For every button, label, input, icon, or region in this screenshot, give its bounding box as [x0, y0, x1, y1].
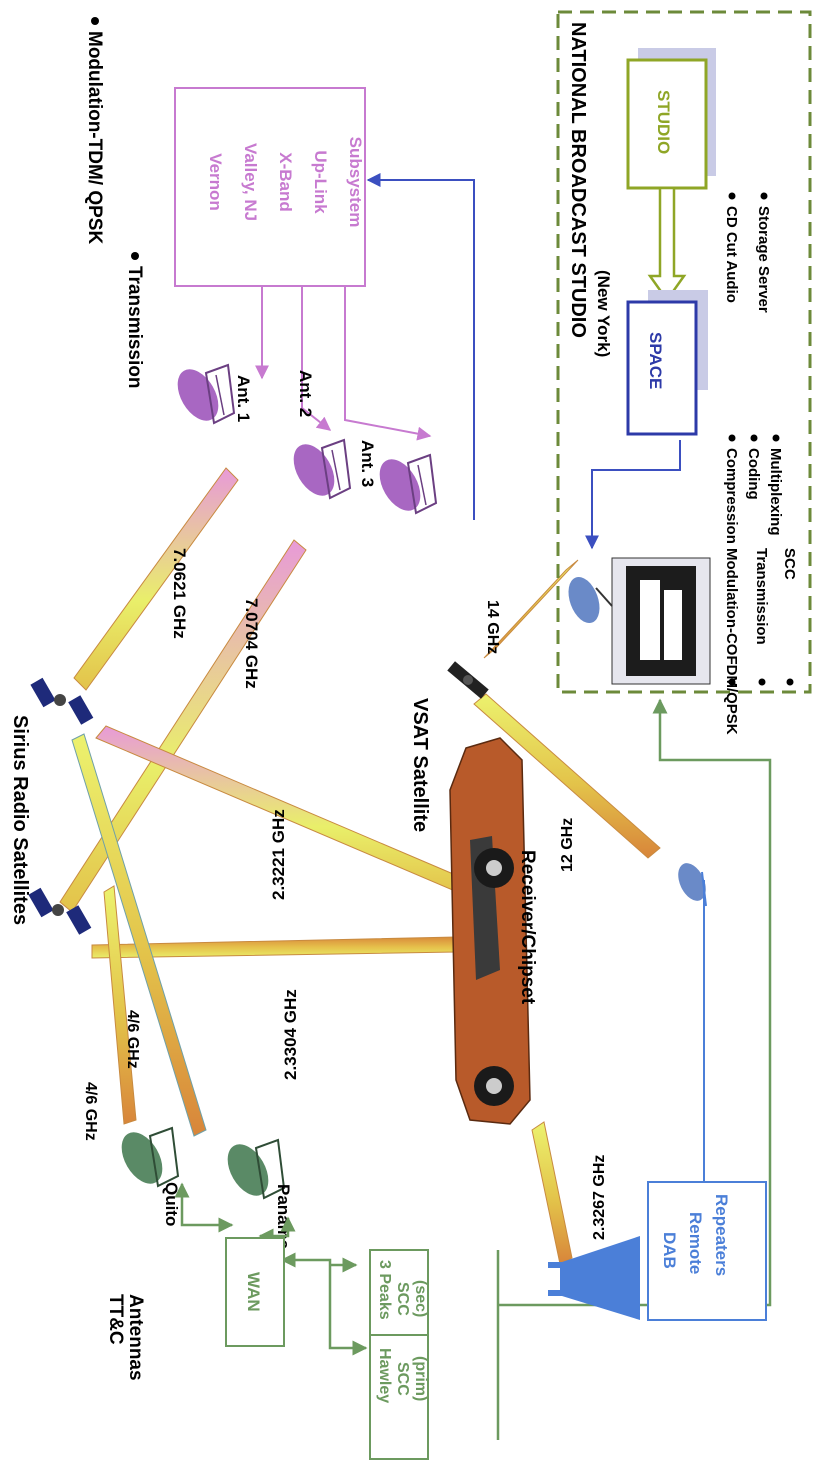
ttc-label-2: Antennas — [125, 1294, 146, 1381]
vsat-label: VSAT Satellite — [409, 698, 431, 832]
top-bullet-modulation: Modulation-TDM/ QPSK — [84, 31, 105, 244]
studio-box: NATIONAL BROADCAST STUDIO (New York) STU… — [556, 10, 812, 735]
antenna-1 — [177, 363, 236, 425]
studio-station-icon — [568, 557, 711, 685]
freq-2-3304: 2.3304 GHz — [281, 989, 300, 1080]
antenna-label-3: Ant. 3 — [358, 440, 377, 487]
antenna-3 — [379, 453, 438, 515]
sirius-label: Sirius Radio Satellites — [9, 715, 31, 925]
beam-2-3267 — [531, 1121, 573, 1265]
hawley-box: Hawley SCC (prim) — [369, 1334, 429, 1460]
sirius-satellite-1 — [30, 677, 94, 725]
uplink-box: Vernon Valley, NJ X-Band Up-Link Subsyst… — [174, 87, 366, 287]
top-bullets: Modulation-TDM/ QPSK Transmission — [84, 17, 145, 389]
studio-bullet-compression: Compression — [723, 448, 740, 544]
dab-line-2: Remote — [686, 1212, 705, 1274]
beam-7-0621 — [73, 467, 239, 691]
freq-4-6-quito: 4/6 GHz — [82, 1082, 99, 1141]
hawley-line-2: SCC — [394, 1362, 411, 1396]
dab-section: DAB Remote Repeaters — [548, 863, 767, 1321]
studio-bullet-cofdm: Modulation-COFDM/QPSK — [723, 548, 740, 735]
freq-4-6-panama: 4/6 GHz — [124, 1010, 141, 1069]
studio-bullet-transmission: Transmission — [753, 548, 770, 645]
antennas: Ant. 1 Ant. 2 Ant. 3 — [177, 363, 438, 515]
freq-7-0704: 7.0704 GHz — [242, 598, 261, 689]
hawley-line-3: (prim) — [412, 1356, 429, 1401]
freq-12: 12 GHz — [559, 818, 576, 872]
wan-box: WAN — [225, 1237, 285, 1347]
studio-subtitle: (New York) — [594, 270, 613, 357]
dab-line-3: Repeaters — [712, 1194, 731, 1276]
studio-bullet-coding: Coding — [745, 448, 762, 500]
studio-bullet-scc: SCC — [781, 548, 798, 580]
quito-dish — [121, 1126, 180, 1188]
peaks-line-2: SCC — [394, 1282, 411, 1316]
studio-bullet-multiplexing: Multiplexing — [767, 448, 784, 536]
sirius-satellite-2 — [28, 887, 92, 935]
studio-label: STUDIO — [654, 90, 673, 154]
studio-bullet-storage: Storage Server — [755, 206, 772, 313]
vsat-satellite — [447, 661, 489, 699]
uplink-feeds — [255, 286, 432, 441]
antenna-label-2: Ant. 2 — [296, 370, 315, 417]
antenna-2 — [293, 438, 352, 500]
top-bullet-transmission: Transmission — [124, 266, 145, 389]
studio-to-space-arrow — [647, 186, 687, 303]
quito-label: Quito — [162, 1182, 181, 1226]
wan-label: WAN — [244, 1272, 263, 1312]
freq-14: 14 GHz — [484, 600, 501, 654]
hawley-line-1: Hawley — [376, 1348, 393, 1403]
peaks-line-3: (sec) — [412, 1280, 429, 1317]
satellites — [28, 661, 489, 935]
beam-14 — [483, 559, 579, 659]
space-label: SPACE — [646, 332, 665, 389]
studio-bullet-cd: CD Cut Audio — [723, 206, 740, 303]
dab-remote-dish — [678, 863, 707, 907]
studio-links — [366, 173, 681, 550]
peaks-line-1: 3 Peaks — [376, 1260, 393, 1320]
ttc-label-1: TT&C — [105, 1294, 126, 1345]
freq-2-3267: 2.3267 GHz — [591, 1155, 608, 1240]
receiver-label: Receiver/Chipset — [517, 850, 538, 1005]
beam-4-6-quito — [103, 885, 137, 1125]
uplink-line-1: Vernon — [206, 153, 225, 211]
uplink-line-5: Subsystem — [346, 137, 365, 228]
uplink-line-4: Up-Link — [311, 150, 330, 214]
frequency-labels: 7.0621 GHz 7.0704 GHz 2.3221 GHz 2.3304 … — [82, 548, 608, 1240]
beams — [59, 467, 661, 1265]
freq-7-0621: 7.0621 GHz — [170, 548, 189, 639]
car-receiver: Receiver/Chipset — [449, 737, 538, 1125]
freq-2-3221: 2.3221 GHz — [269, 809, 288, 900]
dab-tower-icon — [548, 1236, 640, 1320]
studio-title: NATIONAL BROADCAST STUDIO — [567, 22, 589, 338]
uplink-line-3: X-Band — [276, 152, 295, 212]
panama-dish — [227, 1138, 286, 1200]
uplink-line-2: Valley, NJ — [241, 143, 260, 221]
beam-4-6-panama — [71, 733, 207, 1137]
dab-line-1: DAB — [660, 1232, 679, 1269]
antenna-label-1: Ant. 1 — [234, 375, 253, 422]
